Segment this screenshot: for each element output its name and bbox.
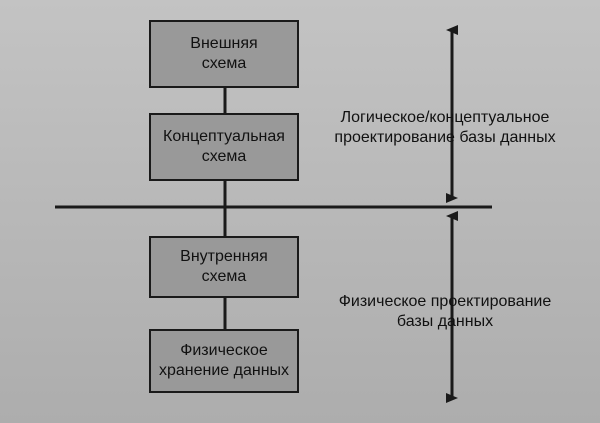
logical-design-label: Логическое/концептуальное проектирование…: [334, 109, 556, 146]
conceptual-schema-box: Концептуальная схема: [149, 113, 299, 181]
external-schema-box: Внешняя схема: [149, 20, 299, 88]
physical-design-label: Физическое проектирование базы данных: [338, 293, 552, 330]
physical-storage-box: Физическое хранение данных: [149, 329, 299, 393]
internal-schema-box: Внутренняя схема: [149, 236, 299, 298]
